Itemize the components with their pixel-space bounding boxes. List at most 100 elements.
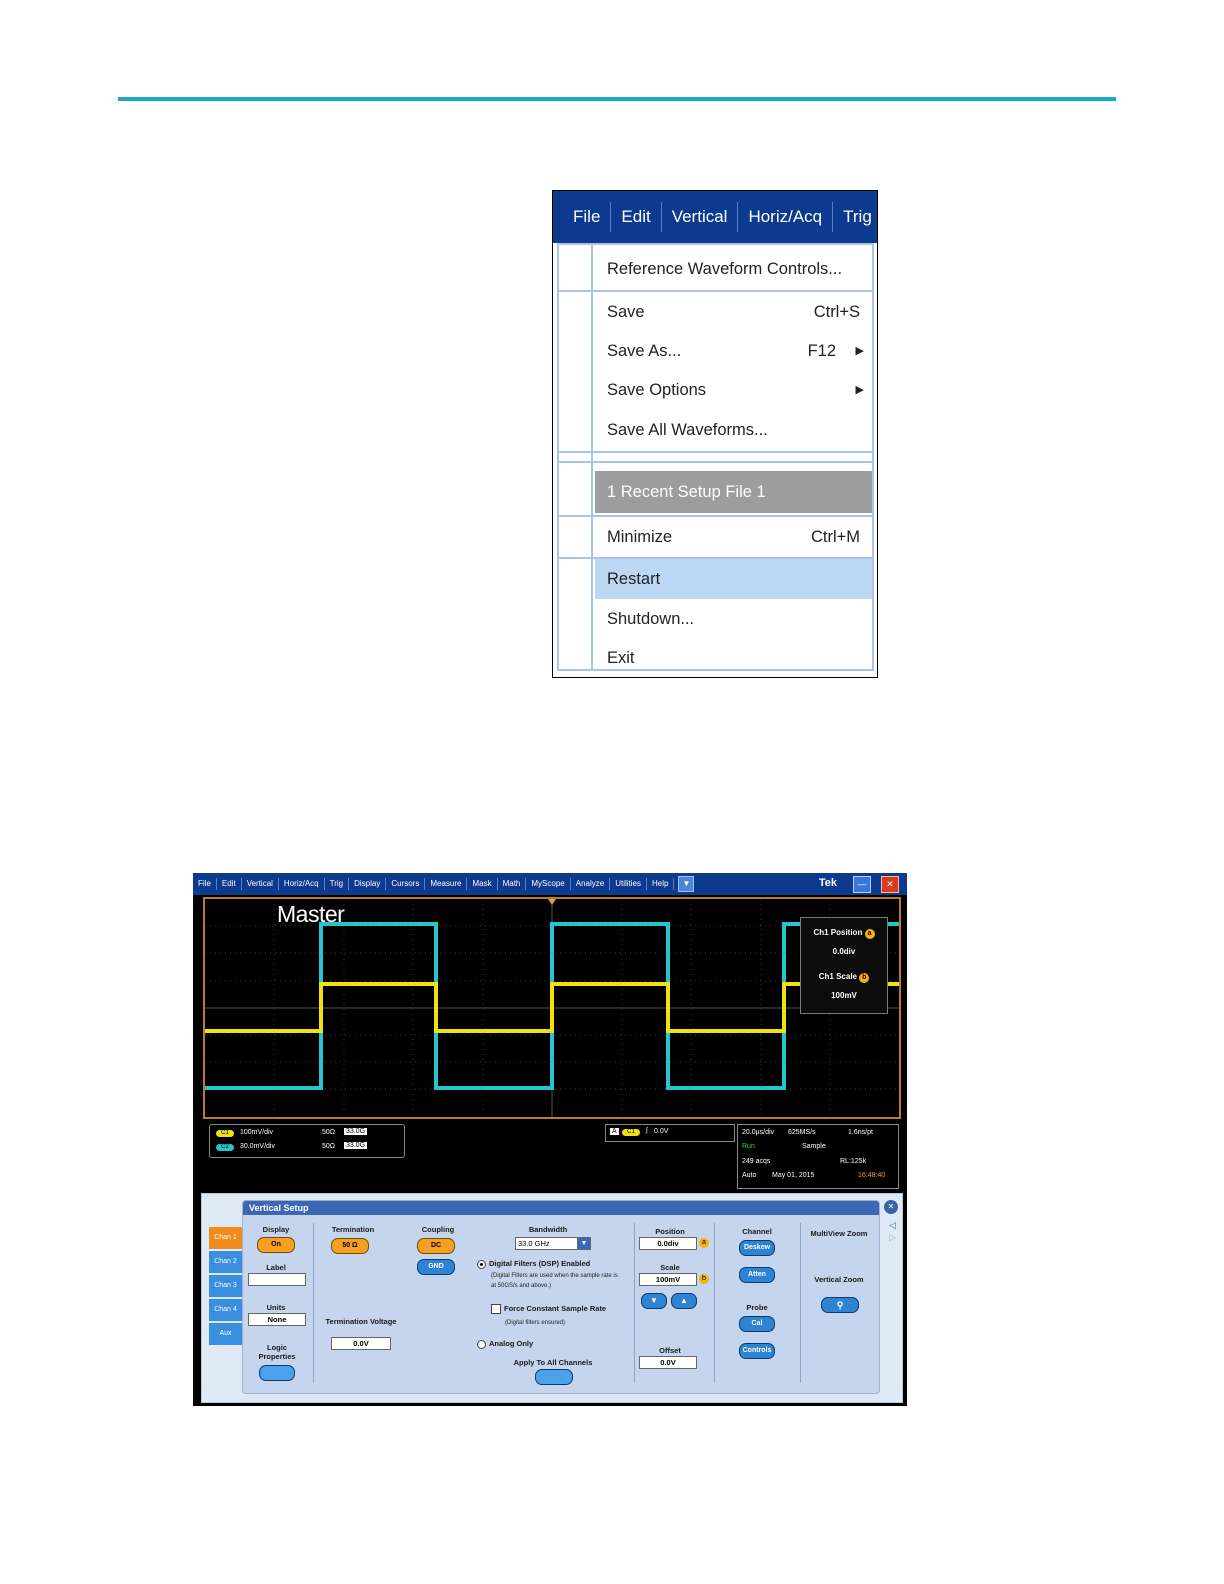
label-input[interactable] [248,1273,306,1286]
channel-label: Channel [742,1227,772,1236]
menu-item-label: Save [607,303,645,321]
minimize-button[interactable]: — [853,876,871,893]
channel-readouts: C1 100mV/div 50Ω 33.0G C2 30.0mV/div 50Ω… [209,1124,405,1158]
dsp-option[interactable]: Digital Filters (DSP) Enabled [477,1259,590,1269]
menu-item-shutdown[interactable]: Shutdown... [595,599,872,639]
tab-chan-1[interactable]: Chan 1 [209,1227,242,1249]
offset-field[interactable]: 0.0V [639,1356,697,1369]
menu-item-restart[interactable]: Restart [595,559,872,599]
knob-b-icon: b [859,973,870,983]
close-panel-button[interactable]: ✕ [884,1200,898,1214]
scope-menu-horiz-acq[interactable]: Horiz/Acq [279,878,325,890]
scale-up-button[interactable]: ▲ [671,1293,697,1309]
vertical-zoom-button[interactable]: ⚲ [821,1297,859,1313]
chevron-down-icon[interactable]: ▼ [577,1237,591,1250]
deskew-button[interactable]: Deskew [739,1240,775,1256]
scope-menu-mask[interactable]: Mask [467,878,498,890]
menu-separator [559,461,872,463]
logic-properties-button[interactable] [259,1365,295,1381]
trigger-position-marker [548,899,556,905]
menu-item-save-options[interactable]: Save Options▶ [595,370,872,410]
dsp-label: Digital Filters (DSP) Enabled [489,1259,591,1268]
menu-item-reference-waveform-controls[interactable]: Reference Waveform Controls... [595,249,872,289]
termination-voltage-field[interactable]: 0.0V [331,1337,391,1350]
menu-file[interactable]: File [553,202,612,232]
scope-menu-display[interactable]: Display [349,878,387,890]
probe-label: Probe [746,1303,768,1312]
offset-label: Offset [659,1346,681,1355]
force-constant-rate-option[interactable]: Force Constant Sample Rate [491,1304,606,1315]
panel-title: Vertical Setup [243,1201,879,1215]
scope-menu-help[interactable]: Help [647,878,675,890]
timebase: 20.0µs/div [742,1129,775,1136]
rising-edge-icon: ∫ [646,1127,648,1134]
apply-all-button[interactable] [535,1369,573,1385]
scale-field[interactable]: 100mV [639,1273,697,1286]
file-menu-screenshot: File Edit Vertical Horiz/Acq Trig Refere… [552,190,878,678]
dropdown-arrow-icon[interactable]: ▼ [678,876,695,892]
scope-menu-analyze[interactable]: Analyze [571,878,611,890]
divider [634,1223,635,1383]
scope-menu-edit[interactable]: Edit [217,878,242,890]
ch1-termination: 50Ω [322,1129,336,1136]
tab-chan-4[interactable]: Chan 4 [209,1299,242,1321]
oscilloscope-screenshot: File Edit Vertical Horiz/Acq Trig Displa… [193,873,907,1406]
menu-edit[interactable]: Edit [611,202,662,232]
scope-menu-cursors[interactable]: Cursors [386,878,426,890]
bandwidth-select[interactable]: 33.0 GHz [515,1237,581,1250]
scope-menu-file[interactable]: File [193,878,217,890]
dock-left-icon[interactable]: ◁ [889,1220,896,1230]
scope-menu-trig[interactable]: Trig [325,878,350,890]
termination-button[interactable]: 50 Ω [331,1238,369,1254]
ch2-scale: 30.0mV/div [239,1143,275,1150]
dock-right-icon[interactable]: ▷ [889,1232,896,1242]
trigger-readout[interactable]: A C1 ∫ 0.0V [605,1124,735,1142]
coupling-dc-button[interactable]: DC [417,1238,455,1254]
divider [800,1223,801,1383]
tab-aux[interactable]: Aux [209,1323,242,1345]
menu-separator [559,451,872,453]
menu-horiz-acq[interactable]: Horiz/Acq [738,202,834,232]
scope-menu-utilities[interactable]: Utilities [610,878,647,890]
force-note: (Digital filters ensured) [505,1320,566,1326]
units-field[interactable]: None [248,1313,306,1326]
menu-separator [559,557,872,559]
scale-down-button[interactable]: ▼ [641,1293,667,1309]
ch2-readout[interactable]: C2 30.0mV/div 50Ω 33.0G [216,1142,368,1151]
tab-chan-3[interactable]: Chan 3 [209,1275,242,1297]
close-button[interactable]: ✕ [881,876,899,893]
divider [313,1223,314,1383]
trigger-level: 0.0V [654,1128,669,1135]
menu-item-recent-setup-file[interactable]: 1 Recent Setup File 1 [595,471,872,513]
radio-icon [477,1259,486,1269]
probe-controls-button[interactable]: Controls [739,1343,775,1359]
ch2-bandwidth: 33.0G [344,1142,368,1149]
menu-item-save-all-waveforms[interactable]: Save All Waveforms... [595,410,872,450]
analog-only-option[interactable]: Analog Only [477,1339,533,1349]
scope-menu-myscope[interactable]: MyScope [526,878,571,890]
ch1-readout[interactable]: C1 100mV/div 50Ω 33.0G [216,1128,368,1137]
atten-button[interactable]: Atten [739,1267,775,1283]
apply-all-label: Apply To All Channels [513,1358,593,1367]
radio-icon [477,1339,486,1349]
position-field[interactable]: 0.0div [639,1237,697,1250]
menu-trig[interactable]: Trig [833,202,877,232]
ch1-chip: C1 [216,1130,234,1137]
submenu-arrow-icon: ▶ [855,384,864,396]
waveform-display[interactable]: Master Ch1 Position a 0.0div Ch1 Scale b… [203,897,901,1119]
scope-menu-math[interactable]: Math [498,878,527,890]
termination-label: Termination [331,1225,375,1234]
acquisition-status[interactable]: 20.0µs/div 625MS/s 1.6ns/pt Run Sample 2… [737,1124,899,1189]
coupling-gnd-button[interactable]: GND [417,1259,455,1275]
menu-item-exit[interactable]: Exit [595,638,872,677]
dsp-note: (Digital Filters are used when the sampl… [491,1273,618,1289]
cal-button[interactable]: Cal [739,1316,775,1332]
scope-menu-measure[interactable]: Measure [425,878,468,890]
display-toggle[interactable]: On [257,1237,295,1253]
scope-menu-vertical[interactable]: Vertical [242,878,279,890]
menu-item-save-as[interactable]: Save As...F12▶ [595,331,872,371]
tab-chan-2[interactable]: Chan 2 [209,1251,242,1273]
menu-vertical[interactable]: Vertical [662,202,739,232]
